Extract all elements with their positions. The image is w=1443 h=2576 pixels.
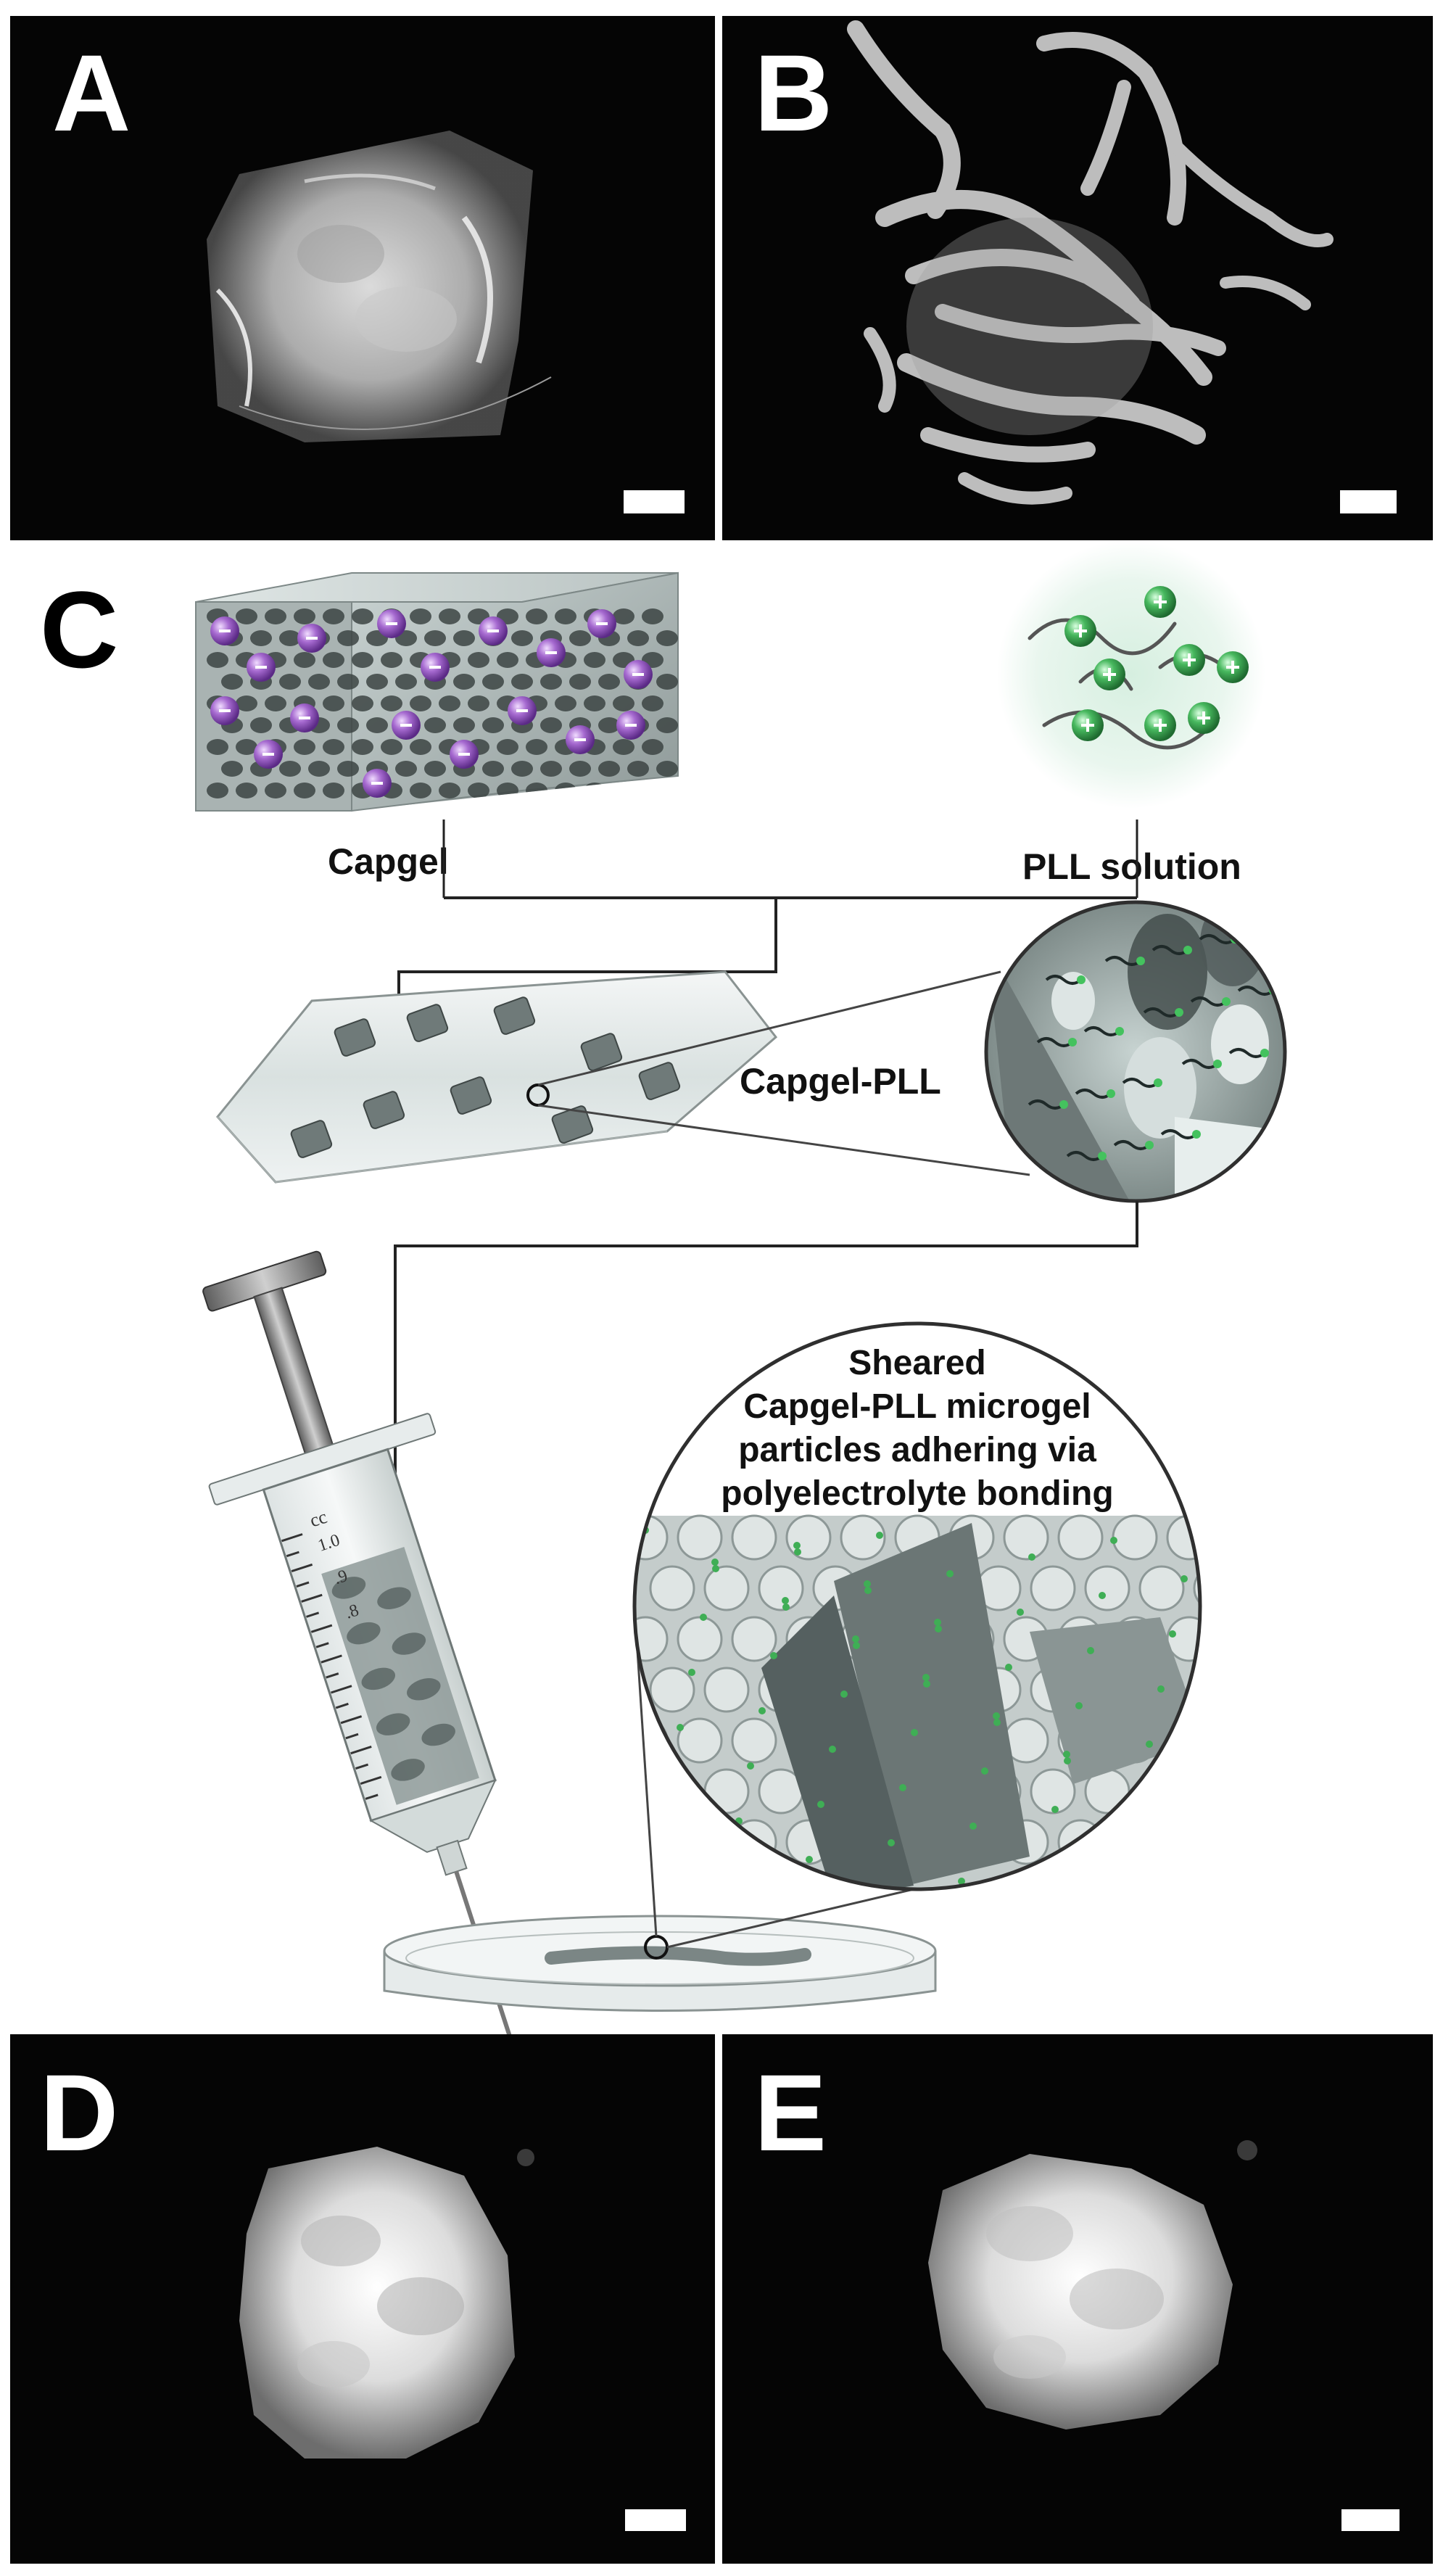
syringe-hub (436, 1839, 468, 1876)
syringe-flow (394, 1201, 1138, 1563)
capgel-pll-label: Capgel-PLL (740, 1061, 941, 1102)
anion-sphere (210, 696, 239, 725)
anion-sphere (450, 740, 479, 769)
merge-flow (397, 896, 1137, 1012)
sheared-line-2: Capgel-PLL microgel (743, 1387, 1091, 1426)
panel-d-scale-bar (625, 2509, 686, 2531)
panel-c: C Capgel PLL solution (40, 540, 1287, 2060)
anion-sphere (566, 725, 595, 754)
syringe-tip (369, 1779, 497, 1853)
pll-cations (1064, 586, 1249, 741)
panel-a-hydrogel-sample (207, 131, 552, 442)
panel-a: A (10, 16, 715, 540)
panel-b-scale-bar (1340, 490, 1397, 513)
capgel-cube (195, 571, 679, 812)
panel-e: E (722, 2034, 1433, 2564)
cation-sphere (1093, 659, 1125, 690)
anion-sphere (363, 769, 392, 798)
sheared-particles-zoom-circle: Sheared Capgel-PLL microgel particles ad… (632, 1321, 1202, 1891)
pll-solution-label: PLL solution (1022, 846, 1241, 887)
sheared-line-3: particles adhering via (738, 1431, 1096, 1469)
anion-sphere (297, 624, 326, 653)
capgel-pll-tube (216, 970, 778, 1184)
cation-sphere (1072, 709, 1104, 741)
panel-a-scale-bar (624, 490, 685, 513)
pll-solution (997, 540, 1265, 809)
cation-sphere (1064, 615, 1096, 647)
anion-sphere (254, 740, 283, 769)
cation-sphere (1188, 702, 1220, 734)
anion-sphere (392, 711, 421, 740)
anion-sphere (624, 660, 653, 689)
anion-sphere (377, 609, 406, 638)
cation-sphere (1173, 644, 1205, 676)
zoom-cone-1 (537, 970, 1030, 1176)
anion-sphere (421, 653, 450, 682)
panel-a-letter: A (52, 32, 131, 154)
extruded-gel-line (545, 1946, 811, 1966)
capgel-label: Capgel (328, 841, 449, 882)
syringe-gel-chunks (331, 1577, 455, 1781)
anion-sphere (479, 616, 508, 645)
panel-e-scale-bar (1341, 2509, 1399, 2531)
panel-b: B (722, 16, 1433, 540)
anion-sphere (508, 696, 537, 725)
capgel-anions (210, 609, 653, 798)
anion-sphere (290, 703, 319, 732)
panel-c-letter: C (40, 569, 118, 690)
panel-e-hydrogel-sample (928, 2140, 1257, 2430)
panel-e-letter: E (754, 2052, 827, 2174)
panel-d-letter: D (40, 2052, 118, 2174)
anion-sphere (247, 653, 276, 682)
panel-d-hydrogel-sample (239, 2147, 534, 2459)
tube-gel-chunks (290, 996, 681, 1158)
petri-dish (383, 1915, 937, 2012)
anion-sphere (537, 638, 566, 667)
anion-sphere (616, 711, 645, 740)
sheared-line-1: Sheared (848, 1344, 985, 1382)
anion-sphere (587, 609, 616, 638)
sheared-line-4: polyelectrolyte bonding (721, 1474, 1113, 1513)
syringe-plunger-rod (253, 1287, 334, 1457)
panel-d: D (10, 2034, 715, 2564)
cation-sphere (1144, 586, 1176, 618)
panel-b-letter: B (754, 32, 832, 154)
capgel-pll-zoom-circle (984, 900, 1287, 1203)
cation-sphere (1217, 651, 1249, 683)
cation-sphere (1144, 709, 1176, 741)
syringe-scale (281, 1533, 382, 1800)
syringe: cc 1.0 .9 .8 (202, 1250, 520, 2060)
panel-b-fragmented-gel (847, 20, 1334, 505)
anion-sphere (210, 616, 239, 645)
